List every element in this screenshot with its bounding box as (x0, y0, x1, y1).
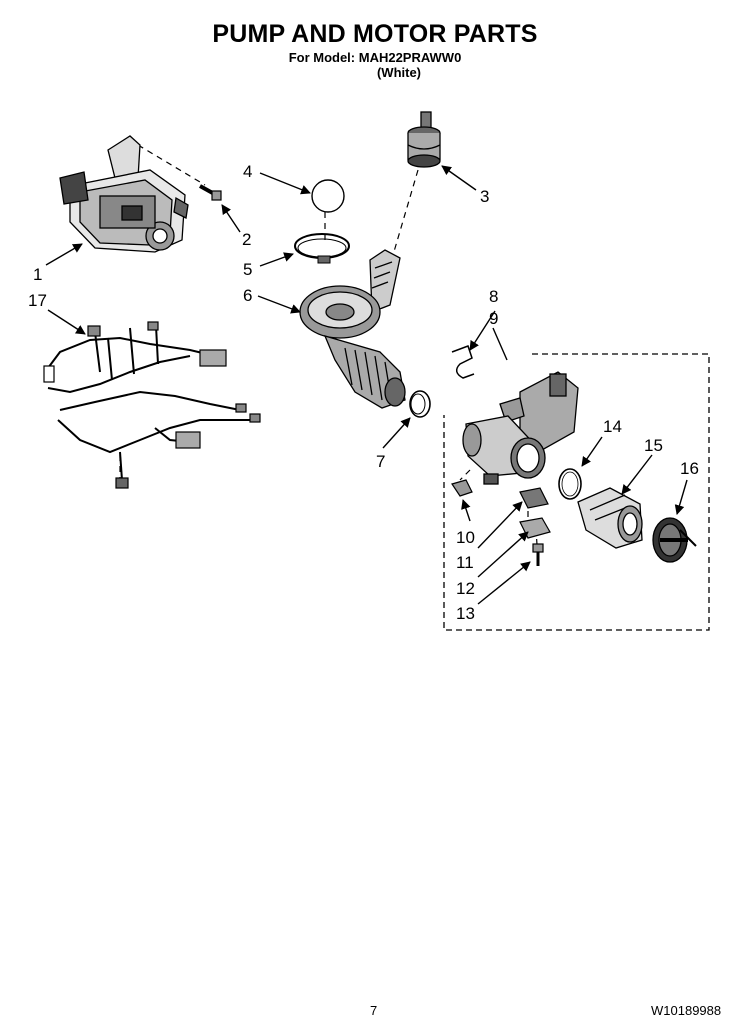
callout-7: 7 (376, 452, 385, 471)
pump-hose-clamp-part (409, 390, 431, 418)
small-clip-part (451, 479, 473, 497)
check-ball-part (311, 179, 345, 213)
callout-10: 10 (456, 528, 475, 547)
o-ring-part (558, 468, 582, 500)
callout-5: 5 (243, 260, 252, 279)
pump-assembly-boundary (443, 353, 710, 631)
callout-2: 2 (242, 230, 251, 249)
callout-4: 4 (243, 162, 252, 181)
page-title: PUMP AND MOTOR PARTS (212, 20, 538, 48)
callout-9: 9 (489, 309, 498, 328)
callout-16: 16 (680, 459, 699, 478)
callout-labels: 1 2 3 4 5 6 7 8 9 10 11 12 13 14 15 16 1… (28, 162, 699, 623)
filter-housing-part (577, 487, 643, 549)
callout-13: 13 (456, 604, 475, 623)
callout-1: 1 (33, 265, 42, 284)
document-number: W10189988 (651, 1003, 722, 1018)
callout-14: 14 (603, 417, 622, 436)
callout-3: 3 (480, 187, 489, 206)
sump-hose-part (299, 249, 406, 409)
drive-motor-part (59, 135, 189, 253)
page-number: 7 (370, 1003, 378, 1018)
color-line: (White) (376, 65, 422, 80)
callout-15: 15 (644, 436, 663, 455)
callout-11: 11 (456, 553, 474, 572)
vent-fitting-part (407, 111, 441, 168)
callout-6: 6 (243, 286, 252, 305)
callout-17: 17 (28, 291, 47, 310)
motor-screw-part (199, 184, 222, 201)
clip-part (451, 345, 475, 379)
model-line: For Model: MAH22PRAWW0 (288, 50, 462, 65)
filter-cap-part (652, 517, 697, 563)
gasket-plate-part (519, 487, 549, 509)
callout-8: 8 (489, 287, 498, 306)
leader-arrows (45, 165, 688, 605)
wire-harness-part (43, 321, 261, 489)
hose-clamp-part (294, 233, 350, 264)
drain-pump-part (462, 371, 579, 485)
callout-12: 12 (456, 579, 475, 598)
pump-screw-part (532, 543, 544, 566)
